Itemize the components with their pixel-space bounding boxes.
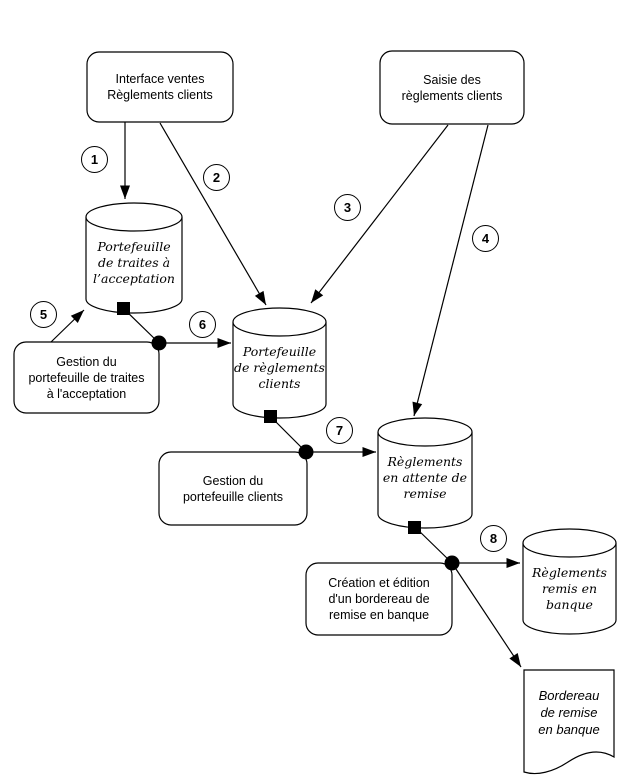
process-creation-bordereau-shape [305,562,453,636]
arrow-step-5 [50,309,85,343]
step-badge-3: 3 [334,194,361,221]
arrow-to-document [451,562,522,668]
datastore-reglements-remis-shape [522,543,617,635]
junction-dot-1 [151,335,167,351]
anchor-square-2 [264,410,277,423]
step-badge-4: 4 [472,225,499,252]
terminal-interface-ventes-shape [86,51,234,123]
datastore-portefeuille-reglements-shape [232,322,327,419]
datastore-portefeuille-traites-top [85,202,183,232]
anchor-square-1 [117,302,130,315]
junction-dot-2 [298,444,314,460]
junction-dot-3 [444,555,460,571]
arrow-step-3 [310,124,449,304]
step-badge-1: 1 [81,146,108,173]
process-gestion-traites-shape [13,341,160,414]
process-gestion-clients-shape [158,451,308,526]
step-badge-7: 7 [326,417,353,444]
step-badge-5: 5 [30,301,57,328]
step-badge-8: 8 [480,525,507,552]
datastore-reglements-remis-top [522,528,617,558]
anchor-square-3 [408,521,421,534]
arrow-step-2 [159,122,267,306]
datastore-portefeuille-reglements-top [232,307,327,337]
terminal-saisie-reglements-shape [379,50,525,125]
connector-line-3 [414,526,453,564]
step-badge-2: 2 [203,164,230,191]
datastore-reglements-attente-top [377,417,473,447]
arrow-step-4 [412,124,489,417]
datastore-reglements-attente-shape [377,432,473,529]
step-badge-6: 6 [189,311,216,338]
datastore-portefeuille-traites-shape [85,217,183,314]
document-bordereau-shape [523,669,615,775]
